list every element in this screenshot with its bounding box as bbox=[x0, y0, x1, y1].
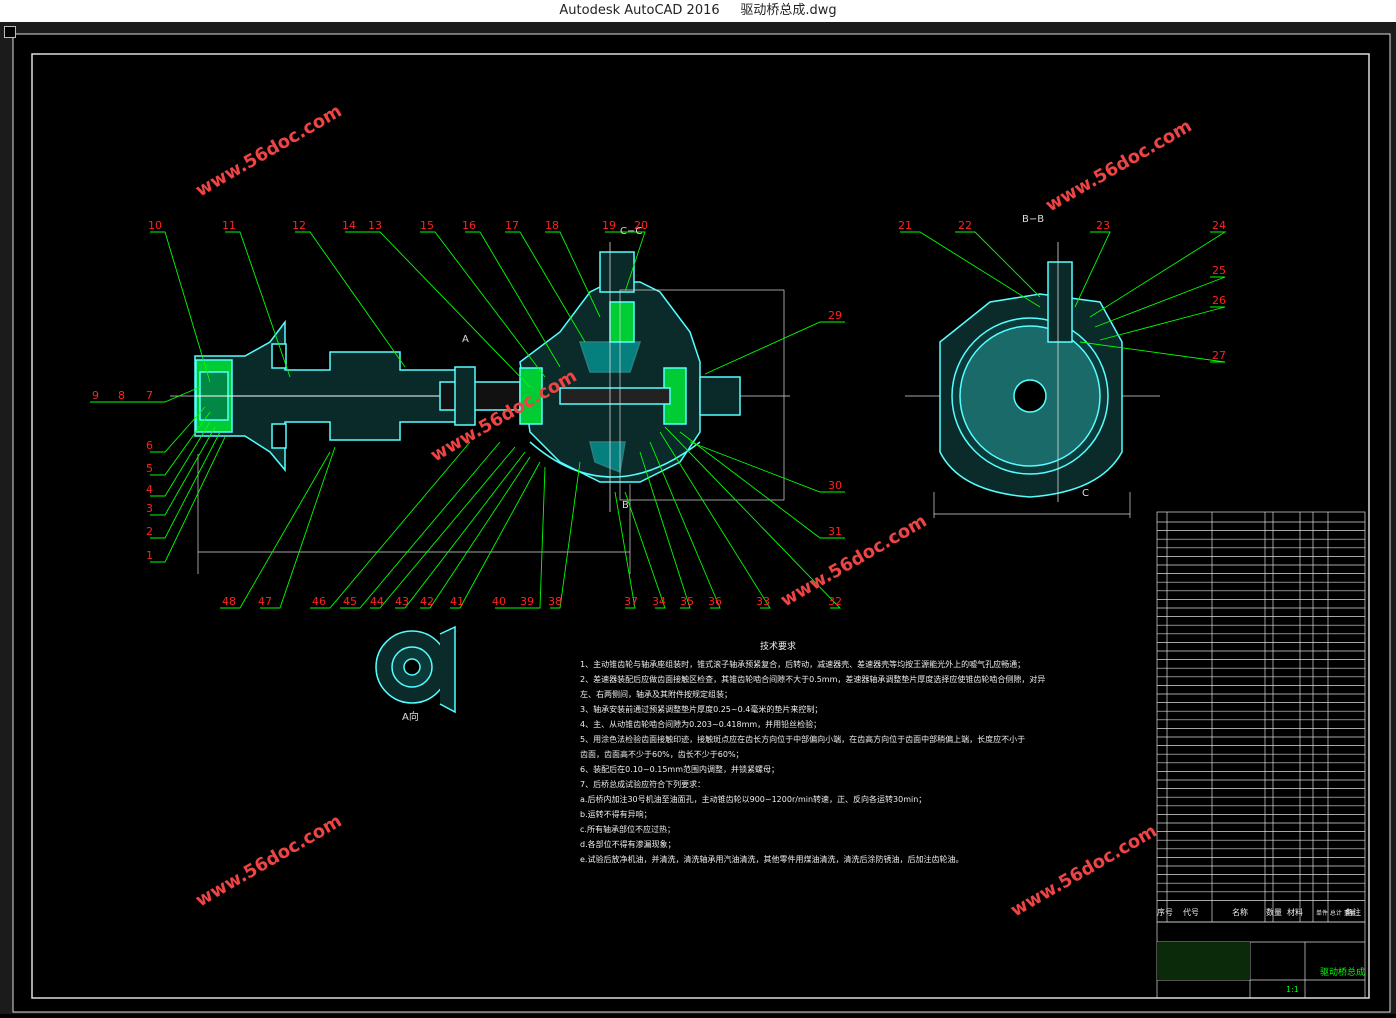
balloon-35: 35 bbox=[680, 595, 694, 608]
balloon-6: 6 bbox=[146, 439, 153, 452]
balloon-45: 45 bbox=[343, 595, 357, 608]
balloon-30: 30 bbox=[828, 479, 842, 492]
balloon-41: 41 bbox=[450, 595, 464, 608]
note-line: e.试验后放净机油，并清洗，清洗轴承用汽油清洗，其他零件用煤油清洗，清洗后涂防锈… bbox=[580, 854, 963, 864]
balloon-16: 16 bbox=[462, 219, 476, 232]
balloon-29: 29 bbox=[828, 309, 842, 322]
balloon-26: 26 bbox=[1212, 294, 1226, 307]
note-line: 2、差速器装配后应做齿面接触区检查，其锥齿轮啮合间隙不大于0.5mm，差速器轴承… bbox=[580, 674, 1045, 684]
balloon-labels-bottom: 48 47 46 45 44 43 42 41 40 39 38 37 34 35 36 33 32 bbox=[222, 595, 842, 608]
balloon-7: 7 bbox=[146, 389, 153, 402]
balloon-4: 4 bbox=[146, 483, 153, 496]
note-line: b.运转不得有异响； bbox=[580, 809, 652, 819]
balloon-46: 46 bbox=[312, 595, 326, 608]
balloon-8: 8 bbox=[118, 389, 125, 402]
balloon-47: 47 bbox=[258, 595, 272, 608]
viewport-menu-icon[interactable] bbox=[4, 26, 16, 38]
balloon-33: 33 bbox=[756, 595, 770, 608]
balloon-labels-right: 29 30 31 bbox=[828, 309, 842, 538]
balloon-36: 36 bbox=[708, 595, 722, 608]
balloon-3: 3 bbox=[146, 502, 153, 515]
title-block bbox=[1156, 921, 1366, 999]
balloon-31: 31 bbox=[828, 525, 842, 538]
svg-text:代号: 代号 bbox=[1183, 907, 1199, 917]
note-line: a.后桥内加注30号机油至油面孔，主动锥齿轮以900~1200r/min转速，正… bbox=[580, 794, 926, 804]
balloon-12: 12 bbox=[292, 219, 306, 232]
balloon-23: 23 bbox=[1096, 219, 1110, 232]
window-titlebar: Autodesk AutoCAD 2016 驱动桥总成.dwg bbox=[0, 0, 1396, 22]
balloon-40: 40 bbox=[492, 595, 506, 608]
note-line: 左、右两侧间，轴承及其附件按规定组装； bbox=[580, 689, 732, 699]
balloon-18: 18 bbox=[545, 219, 559, 232]
balloon-37: 37 bbox=[624, 595, 638, 608]
balloon-11: 11 bbox=[222, 219, 236, 232]
app-name: Autodesk AutoCAD 2016 bbox=[559, 3, 720, 18]
balloon-15: 15 bbox=[420, 219, 434, 232]
note-line: 齿面，齿面高不少于60%，齿长不少于60%； bbox=[580, 749, 744, 759]
balloon-labels-top: 10 11 12 14 13 15 16 17 18 19 20 bbox=[148, 219, 648, 232]
note-line: 5、用涂色法检验齿面接触印迹，接触斑点应在齿长方向位于中部偏向小端，在齿高方向位… bbox=[580, 734, 1025, 744]
balloon-22: 22 bbox=[958, 219, 972, 232]
balloon-24: 24 bbox=[1212, 219, 1226, 232]
section-cc-label: C−C bbox=[620, 226, 642, 237]
balloon-10: 10 bbox=[148, 219, 162, 232]
section-bb-view bbox=[905, 242, 1160, 518]
view-a bbox=[375, 625, 456, 714]
svg-text:单件 总计 重量: 单件 总计 重量 bbox=[1316, 909, 1356, 917]
balloon-5: 5 bbox=[146, 462, 153, 475]
drawing-name: 驱动桥总成 bbox=[1320, 966, 1365, 978]
balloon-21: 21 bbox=[898, 219, 912, 232]
bom-header: 序号 代号 名称 数量 材料 单件 总计 重量 备注 bbox=[1157, 907, 1361, 917]
balloon-32: 32 bbox=[828, 595, 842, 608]
bom-table bbox=[1156, 511, 1366, 923]
note-line: 1、主动锥齿轮与轴承座组装时，锥式滚子轴承预紧复合，后转动，减速器壳、差速器壳等… bbox=[580, 659, 1025, 669]
note-line: 3、轴承安装前通过预紧调整垫片厚度0.25~0.4毫米的垫片来控制； bbox=[580, 704, 822, 714]
balloon-25: 25 bbox=[1212, 264, 1226, 277]
svg-text:名称: 名称 bbox=[1232, 907, 1248, 917]
balloon-20: 20 bbox=[634, 219, 648, 232]
balloon-38: 38 bbox=[548, 595, 562, 608]
view-a-label: A向 bbox=[402, 710, 419, 723]
note-line: d.各部位不得有渗漏现象； bbox=[580, 839, 676, 849]
marker-a: A bbox=[462, 334, 469, 345]
svg-text:材料: 材料 bbox=[1287, 907, 1303, 917]
balloon-9: 9 bbox=[92, 389, 99, 402]
note-line: 6、装配后在0.10~0.15mm范围内调整，并锁紧螺母； bbox=[580, 764, 779, 774]
technical-notes: 技术要求 1、主动锥齿轮与轴承座组装时，锥式滚子轴承预紧复合，后转动，减速器壳、… bbox=[580, 640, 1045, 864]
main-section-view bbox=[170, 242, 790, 574]
balloon-13: 13 bbox=[368, 219, 382, 232]
svg-text:备注: 备注 bbox=[1345, 907, 1361, 917]
inner-frame bbox=[31, 53, 1370, 999]
balloon-48: 48 bbox=[222, 595, 236, 608]
balloon-43: 43 bbox=[395, 595, 409, 608]
balloon-39: 39 bbox=[520, 595, 534, 608]
note-line: 7、后桥总成试验应符合下列要求： bbox=[580, 779, 705, 789]
balloon-labels-bb: 21 22 23 24 25 26 27 bbox=[898, 219, 1226, 362]
balloon-14: 14 bbox=[342, 219, 356, 232]
balloon-27: 27 bbox=[1212, 349, 1226, 362]
svg-text:数量: 数量 bbox=[1266, 907, 1282, 917]
balloon-34: 34 bbox=[652, 595, 666, 608]
balloon-17: 17 bbox=[505, 219, 519, 232]
note-line: 4、主、从动锥齿轮啮合间隙为0.203~0.418mm，并用铅丝检验； bbox=[580, 719, 821, 729]
marker-b: B bbox=[622, 500, 629, 511]
file-name: 驱动桥总成.dwg bbox=[740, 3, 837, 18]
notes-title: 技术要求 bbox=[760, 640, 796, 652]
svg-text:序号: 序号 bbox=[1157, 907, 1173, 917]
balloon-44: 44 bbox=[370, 595, 384, 608]
marker-c: C bbox=[1082, 488, 1089, 499]
note-line: c.所有轴承部位不应过热； bbox=[580, 824, 675, 834]
balloon-labels-side: 9 8 7 6 5 4 3 2 1 bbox=[92, 389, 153, 562]
balloon-19: 19 bbox=[602, 219, 616, 232]
drawing-scale: 1:1 bbox=[1286, 985, 1299, 994]
balloon-2: 2 bbox=[146, 525, 153, 538]
balloon-42: 42 bbox=[420, 595, 434, 608]
section-bb-label: B−B bbox=[1022, 214, 1044, 225]
leader-lines bbox=[90, 231, 1227, 609]
balloon-1: 1 bbox=[146, 549, 153, 562]
